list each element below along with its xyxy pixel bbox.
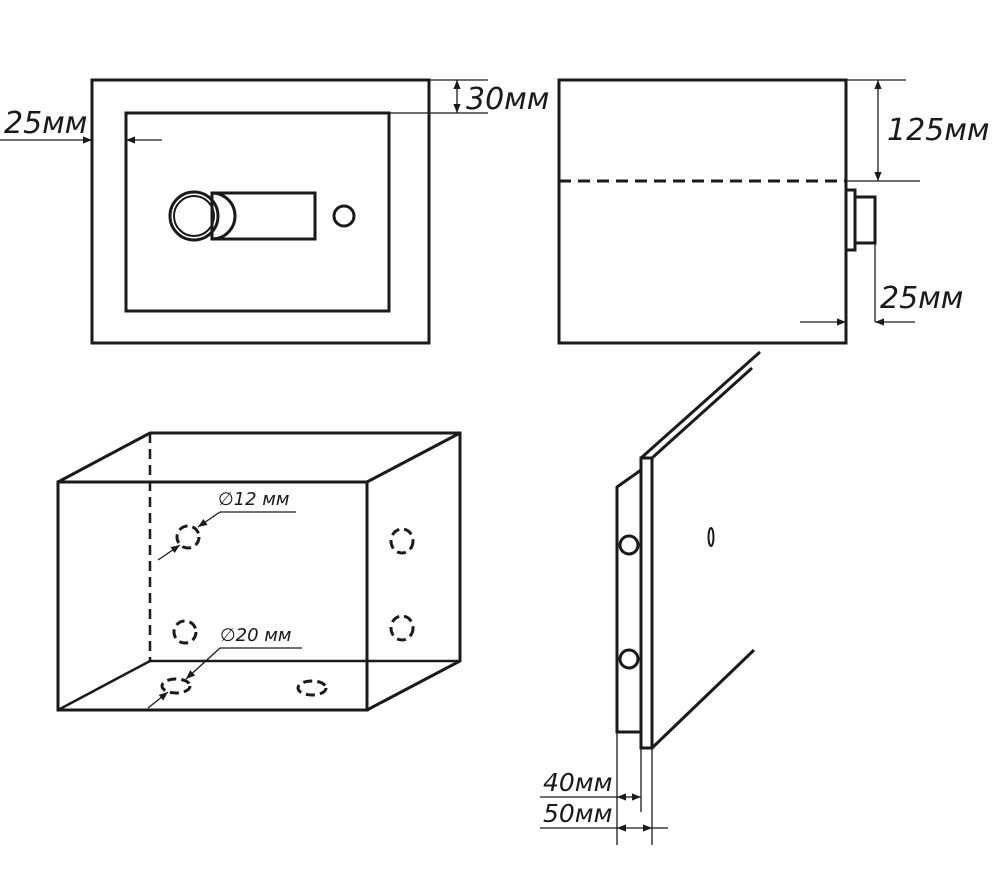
mounting-hole-icon [172,619,198,645]
box-view: ∅12 мм ∅20 мм [56,431,462,712]
lock-bolt-block [615,467,643,734]
side-dim-top-label: 125мм [887,113,990,148]
hole-back-label: ∅12 мм [218,489,289,510]
front-dim-side-label: 25мм [4,106,87,141]
door-dim-inner-label: 40мм [543,768,613,797]
hole-back-dimension: ∅12 мм [157,489,296,561]
lock-handle-icon [168,190,317,242]
box-top-right-edges [57,431,462,712]
door-panel-edge [639,456,654,750]
mounting-hole-icon [389,527,415,555]
mounting-hole-icon [160,677,192,695]
door-bottom-edge [650,648,756,750]
side-dim-bottom-label: 25мм [880,281,963,316]
keyhole-icon [332,204,356,228]
mounting-hole-icon [175,524,201,550]
front-view: 25мм 30мм [0,78,549,345]
front-side-dimension: 25мм [0,106,162,144]
door-dim-outer-label: 50мм [543,799,613,828]
door-inner-dimension: 40мм [540,768,641,801]
side-view: 125мм 25мм [557,78,990,345]
door-top-edge-inner [650,366,754,460]
side-body [557,78,848,345]
door-top-edge [640,350,761,460]
mounting-hole-icon [296,679,328,697]
box-edge [366,431,461,484]
box-hidden-edge-diagonal [57,659,151,712]
side-top-dimension: 125мм [846,79,990,182]
mounting-hole-icon [389,614,415,642]
box-front-face [56,480,369,712]
bolt-icon [618,534,640,556]
bolt-icon [618,648,640,670]
front-outer-frame [90,78,431,345]
front-dim-top-label: 30мм [466,82,549,117]
hole-bottom-dimension: ∅20 мм [147,625,302,709]
front-top-dimension: 30мм [389,79,549,117]
side-handle-icon [844,188,877,252]
side-bottom-dimension: 25мм [800,243,963,326]
front-door [124,111,391,313]
hole-bottom-label: ∅20 мм [220,625,291,646]
door-view: 40мм 50мм [540,350,761,845]
door-keyhole-icon [707,527,715,547]
door-outer-dimension: 50мм [540,799,668,832]
